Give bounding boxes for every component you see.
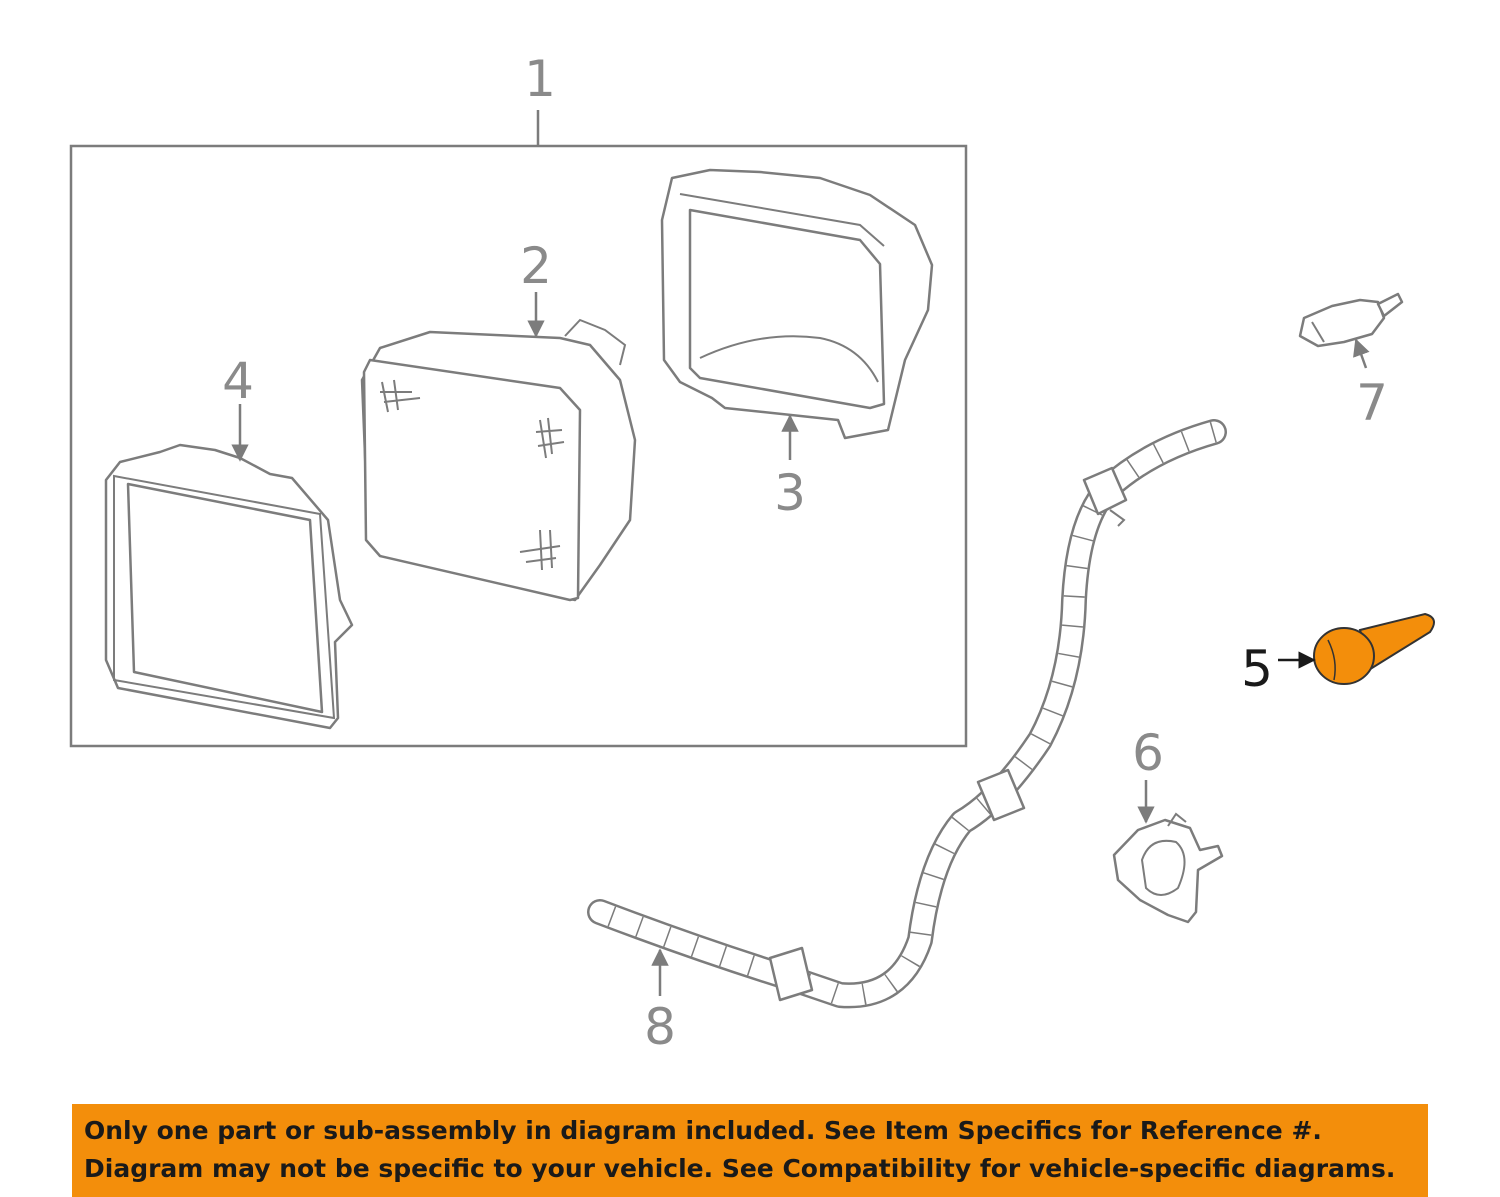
part-7-bulb (1298, 292, 1404, 348)
callout-4: 4 (222, 352, 254, 410)
part-6-socket (1112, 812, 1224, 924)
callout-3: 3 (774, 464, 806, 522)
callout-2: 2 (520, 237, 552, 295)
disclaimer-line-1: Only one part or sub-assembly in diagram… (84, 1116, 1322, 1145)
callout-8: 8 (644, 998, 676, 1056)
callout-6: 6 (1132, 724, 1164, 782)
callout-7: 7 (1356, 374, 1388, 432)
part-8-wiring-harness (587, 419, 1227, 1009)
callout-5: 5 (1241, 640, 1273, 698)
callout-1: 1 (524, 50, 556, 108)
lens-pattern (380, 379, 565, 571)
part-5-bulb-highlighted (1313, 612, 1435, 685)
part-3-housing (660, 168, 934, 440)
callout-7-leader (1353, 338, 1370, 369)
part-2-sealed-beam (360, 318, 637, 602)
assembly-box (69, 144, 968, 748)
disclaimer-banner: Only one part or sub-assembly in diagram… (72, 1104, 1428, 1197)
disclaimer-line-2: Diagram may not be specific to your vehi… (84, 1154, 1396, 1183)
part-4-bezel (104, 443, 354, 730)
